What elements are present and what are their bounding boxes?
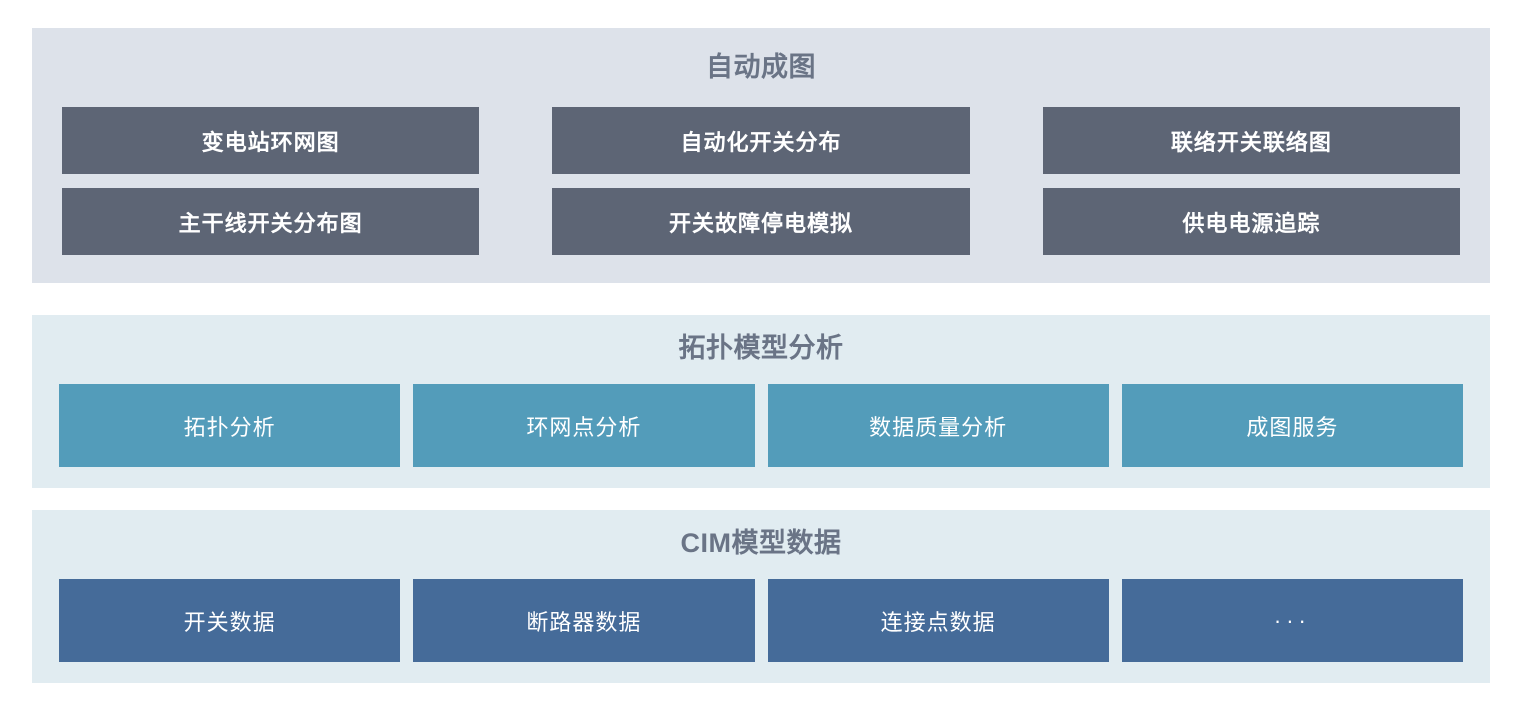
button-data-quality-analysis[interactable]: 数据质量分析 (767, 384, 1109, 467)
panel-cim-model-data: CIM模型数据 开关数据 断路器数据 连接点数据 ··· (32, 510, 1490, 683)
panel-cim-title: CIM模型数据 (680, 528, 842, 558)
button-more-data[interactable]: ··· (1121, 579, 1463, 662)
panel-topology-model-analysis: 拓扑模型分析 拓扑分析 环网点分析 数据质量分析 成图服务 (32, 315, 1490, 488)
cim-button-grid: 开关数据 断路器数据 连接点数据 ··· (59, 579, 1463, 662)
button-substation-ring-network-diagram[interactable]: 变电站环网图 (62, 107, 480, 174)
button-topology-analysis[interactable]: 拓扑分析 (59, 384, 401, 467)
button-power-supply-tracing[interactable]: 供电电源追踪 (1042, 188, 1460, 255)
button-mapping-service[interactable]: 成图服务 (1121, 384, 1463, 467)
topology-button-grid: 拓扑分析 环网点分析 数据质量分析 成图服务 (59, 384, 1463, 467)
button-circuit-breaker-data[interactable]: 断路器数据 (413, 579, 755, 662)
panel-auto-mapping-title: 自动成图 (706, 52, 816, 82)
button-switch-data[interactable]: 开关数据 (59, 579, 401, 662)
auto-mapping-button-grid: 变电站环网图 自动化开关分布 联络开关联络图 主干线开关分布图 开关故障停电模拟… (62, 107, 1460, 255)
button-switch-fault-outage-simulation[interactable]: 开关故障停电模拟 (552, 188, 970, 255)
button-ring-network-point-analysis[interactable]: 环网点分析 (413, 384, 755, 467)
panel-topology-title: 拓扑模型分析 (678, 333, 844, 363)
button-tie-switch-connection-diagram[interactable]: 联络开关联络图 (1042, 107, 1460, 174)
button-trunk-line-switch-distribution-diagram[interactable]: 主干线开关分布图 (62, 188, 480, 255)
button-automation-switch-distribution[interactable]: 自动化开关分布 (552, 107, 970, 174)
panel-auto-mapping: 自动成图 变电站环网图 自动化开关分布 联络开关联络图 主干线开关分布图 开关故… (32, 28, 1490, 283)
button-connectivity-node-data[interactable]: 连接点数据 (767, 579, 1109, 662)
